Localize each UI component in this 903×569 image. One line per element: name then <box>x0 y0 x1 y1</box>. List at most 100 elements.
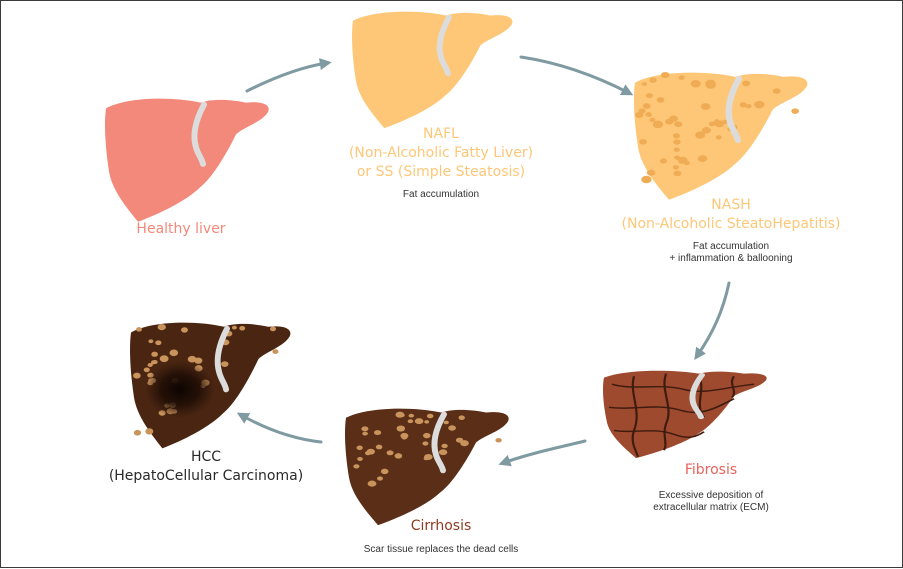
nash-liver-fat-spot <box>653 121 663 128</box>
nash-liver-fat-spot <box>661 72 670 78</box>
nash-liver-fat-spot <box>702 127 711 134</box>
hcc-liver-nodule-spot <box>144 367 150 372</box>
cirrhosis-liver-nodule-spot <box>376 445 383 450</box>
cirrhosis-liver-nodule-spot <box>368 481 377 487</box>
nash-liver-fat-spot <box>649 78 656 83</box>
cirrhosis-title: Cirrhosis <box>381 517 501 536</box>
fibrosis-liver <box>603 371 767 458</box>
cirrhosis-liver-nodule-spot <box>459 415 465 420</box>
nash-liver-fat-spot <box>714 119 719 123</box>
fibrosis-description: Excessive deposition of extracellular ma… <box>611 490 811 514</box>
nafl-description: Fat accumulation <box>361 189 521 201</box>
nash-liver-fat-spot <box>673 165 679 169</box>
arrow-cirrhosis-to-hcc <box>241 415 321 442</box>
nash-liver-fat-spot <box>791 108 799 114</box>
nash-liver-fat-spot <box>657 97 665 103</box>
hcc-liver <box>130 323 290 449</box>
cirrhosis-liver-nodule-spot <box>395 453 403 458</box>
nafl-title: NAFL (Non-Alcoholic Fatty Liver) or SS (… <box>311 125 571 182</box>
nash-liver-fat-spot <box>773 88 781 94</box>
nash-title: NASH (Non-Alcoholic SteatoHepatitis) <box>601 196 861 234</box>
cirrhosis-liver-nodule-spot <box>448 425 456 430</box>
nash-liver-fat-spot <box>669 116 678 123</box>
hcc-liver-nodule-spot <box>148 339 153 343</box>
hcc-title-line-2: (HepatoCellular Carcinoma) <box>91 467 321 486</box>
nash-liver-fat-spot <box>639 139 647 145</box>
nash-liver-fat-spot <box>701 103 711 110</box>
healthy-liver <box>105 99 269 222</box>
nash-description-line-1: Fat accumulation <box>641 241 821 253</box>
hcc-liver-nodule-spot <box>270 327 276 332</box>
nash-liver-fat-spot <box>716 135 722 139</box>
cirrhosis-liver-nodule-spot <box>397 425 406 431</box>
nash-liver-fat-spot <box>673 171 681 177</box>
nash-liver-fat-spot <box>691 80 701 87</box>
cirrhosis-liver-nodule-spot <box>408 419 414 423</box>
hcc-liver-nodule-spot <box>136 327 142 332</box>
nash-liver-fat-spot <box>642 82 648 86</box>
nafl-title-line-1: NAFL <box>311 125 571 144</box>
cirrhosis-liver-nodule-spot <box>424 420 429 424</box>
nash-liver-fat-spot <box>643 103 651 109</box>
nash-liver-fat-spot <box>649 118 655 122</box>
nash-liver-fat-spot <box>648 171 654 175</box>
nash-description-line-2: + inflammation & ballooning <box>641 253 821 265</box>
nash-title-line-1: NASH <box>601 196 861 215</box>
hcc-liver-nodule-spot <box>151 352 158 357</box>
arrow-nash-to-fibrosis <box>697 283 729 356</box>
cirrhosis-description: Scar tissue replaces the dead cells <box>331 544 551 556</box>
nash-description: Fat accumulation + inflammation & balloo… <box>641 241 821 265</box>
fibrosis-title: Fibrosis <box>651 461 771 480</box>
cirrhosis-liver-nodule-spot <box>422 441 428 445</box>
cirrhosis-liver-nodule-spot <box>423 433 431 438</box>
nash-liver-fat-spot <box>698 155 708 162</box>
hcc-liver-nodule-spot <box>145 428 153 434</box>
nash-liver-fat-spot <box>679 75 685 79</box>
hcc-liver-nodule-spot <box>160 355 169 362</box>
hcc-liver-nodule-spot <box>170 350 179 357</box>
cirrhosis-liver-nodule-spot <box>415 418 424 424</box>
nash-liver-fat-spot <box>660 158 667 163</box>
fibrosis-description-line-2: extracellular matrix (ECM) <box>611 502 811 514</box>
nash-title-line-2: (Non-Alcoholic SteatoHepatitis) <box>601 215 861 234</box>
nash-liver <box>634 72 807 200</box>
cirrhosis-liver-nodule-spot <box>400 413 405 417</box>
hcc-liver-nodule-spot <box>133 373 141 379</box>
hcc-liver-nodule-spot <box>221 361 228 367</box>
nash-liver-fat-spot <box>742 81 750 87</box>
healthy-liver-title: Healthy liver <box>121 220 241 239</box>
hcc-liver-nodule-spot <box>181 327 188 332</box>
hcc-tumor <box>145 361 216 418</box>
cirrhosis-liver-nodule-spot <box>377 476 383 480</box>
cirrhosis-liver-nodule-spot <box>409 414 415 418</box>
nash-liver-fat-spot <box>673 139 680 144</box>
nafl-title-line-3: or SS (Simple Steatosis) <box>311 163 571 182</box>
cirrhosis-liver-nodule-spot <box>361 426 368 431</box>
fibrosis-liver-body <box>603 371 767 458</box>
cirrhosis-liver-nodule-spot <box>362 432 368 436</box>
nash-liver-fat-spot <box>674 147 680 151</box>
hcc-liver-nodule-spot <box>155 340 161 345</box>
nash-liver-fat-spot <box>635 112 643 118</box>
hcc-liver-nodule-spot <box>194 357 202 363</box>
nash-liver-fat-spot <box>740 102 747 107</box>
cirrhosis-liver-nodule-spot <box>353 464 359 468</box>
cirrhosis-liver-nodule-spot <box>441 444 447 448</box>
nafl-title-line-2: (Non-Alcoholic Fatty Liver) <box>311 144 571 163</box>
healthy-liver-body <box>105 99 269 222</box>
nafl-liver-body <box>352 12 512 128</box>
cirrhosis-liver-nodule-spot <box>381 469 389 474</box>
cirrhosis-liver-nodule-spot <box>367 449 375 455</box>
hcc-title: HCC (HepatoCellular Carcinoma) <box>91 448 321 486</box>
nash-liver-fat-spot <box>674 121 682 127</box>
nash-liver-fat-spot <box>641 176 651 183</box>
cirrhosis-liver-nodule-spot <box>427 414 434 419</box>
fibrosis-description-line-1: Excessive deposition of <box>611 490 811 502</box>
cirrhosis-liver-nodule-spot <box>495 438 501 443</box>
nash-liver-fat-spot <box>646 93 653 98</box>
hcc-liver-nodule-spot <box>151 360 156 364</box>
hcc-liver-nodule-spot <box>272 349 278 354</box>
nash-liver-fat-spot <box>673 133 680 138</box>
cirrhosis-liver-nodule-spot <box>456 438 463 443</box>
